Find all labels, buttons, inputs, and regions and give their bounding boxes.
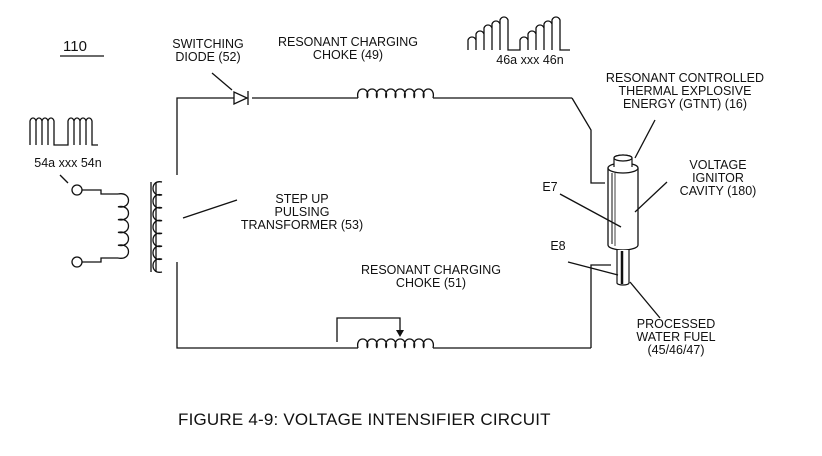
gtnt-label: RESONANT CONTROLLED THERMAL EXPLOSIVE EN…: [600, 72, 770, 111]
leader-lines: [60, 55, 668, 319]
transformer-label: STEP UP PULSING TRANSFORMER (53): [237, 193, 367, 232]
output-pulse-train: [467, 16, 570, 51]
circuit-wires: [176, 97, 611, 349]
cavity-label-line1: VOLTAGE: [689, 158, 747, 172]
input-terminal-bottom: [71, 256, 83, 268]
water-fuel-label-line1: PROCESSED: [636, 317, 716, 331]
water-fuel-label-line3: (45/46/47): [647, 343, 705, 357]
switching-diode-label-line2: DIODE (52): [175, 50, 241, 64]
water-fuel-label-line2: WATER FUEL: [636, 330, 716, 344]
choke-51-coil: [336, 317, 434, 349]
transformer-label-line2: PULSING: [274, 205, 330, 219]
input-pulse-label: 54a xxx 54n: [34, 156, 102, 170]
choke-51-label-line1: RESONANT CHARGING: [360, 263, 502, 277]
ignitor-cavity: [607, 154, 639, 286]
water-fuel-label: PROCESSED WATER FUEL (45/46/47): [621, 318, 731, 357]
input-terminal-top: [71, 184, 83, 196]
choke-51-label: RESONANT CHARGING CHOKE (51): [351, 264, 511, 290]
input-pulse-train: [29, 117, 98, 146]
cavity-label: VOLTAGE IGNITOR CAVITY (180): [668, 159, 768, 198]
e7-label: E7: [542, 180, 558, 194]
transformer-symbol: [59, 174, 238, 273]
transformer-label-line1: STEP UP: [275, 192, 329, 206]
choke-49-label-line1: RESONANT CHARGING: [277, 35, 419, 49]
switching-diode-label-line1: SWITCHING: [172, 37, 244, 51]
choke-49-label-line2: CHOKE (49): [312, 48, 384, 62]
switching-diode-symbol: [233, 90, 249, 106]
gtnt-label-line2: THERMAL EXPLOSIVE: [618, 84, 752, 98]
figure-number: 110: [63, 38, 87, 55]
gtnt-label-line1: RESONANT CONTROLLED: [605, 71, 765, 85]
choke-49-coil: [357, 88, 434, 99]
gtnt-label-line3: ENERGY (GTNT) (16): [622, 97, 748, 111]
e8-label: E8: [550, 239, 566, 253]
switching-diode-label: SWITCHING DIODE (52): [168, 38, 248, 64]
cavity-label-line3: CAVITY (180): [679, 184, 757, 198]
figure-caption: FIGURE 4-9: VOLTAGE INTENSIFIER CIRCUIT: [178, 410, 551, 429]
transformer-label-line3: TRANSFORMER (53): [240, 218, 364, 232]
output-pulse-label: 46a xxx 46n: [496, 53, 564, 67]
cavity-label-line2: IGNITOR: [692, 171, 744, 185]
choke-49-label: RESONANT CHARGING CHOKE (49): [268, 36, 428, 62]
choke-51-label-line2: CHOKE (51): [395, 276, 467, 290]
